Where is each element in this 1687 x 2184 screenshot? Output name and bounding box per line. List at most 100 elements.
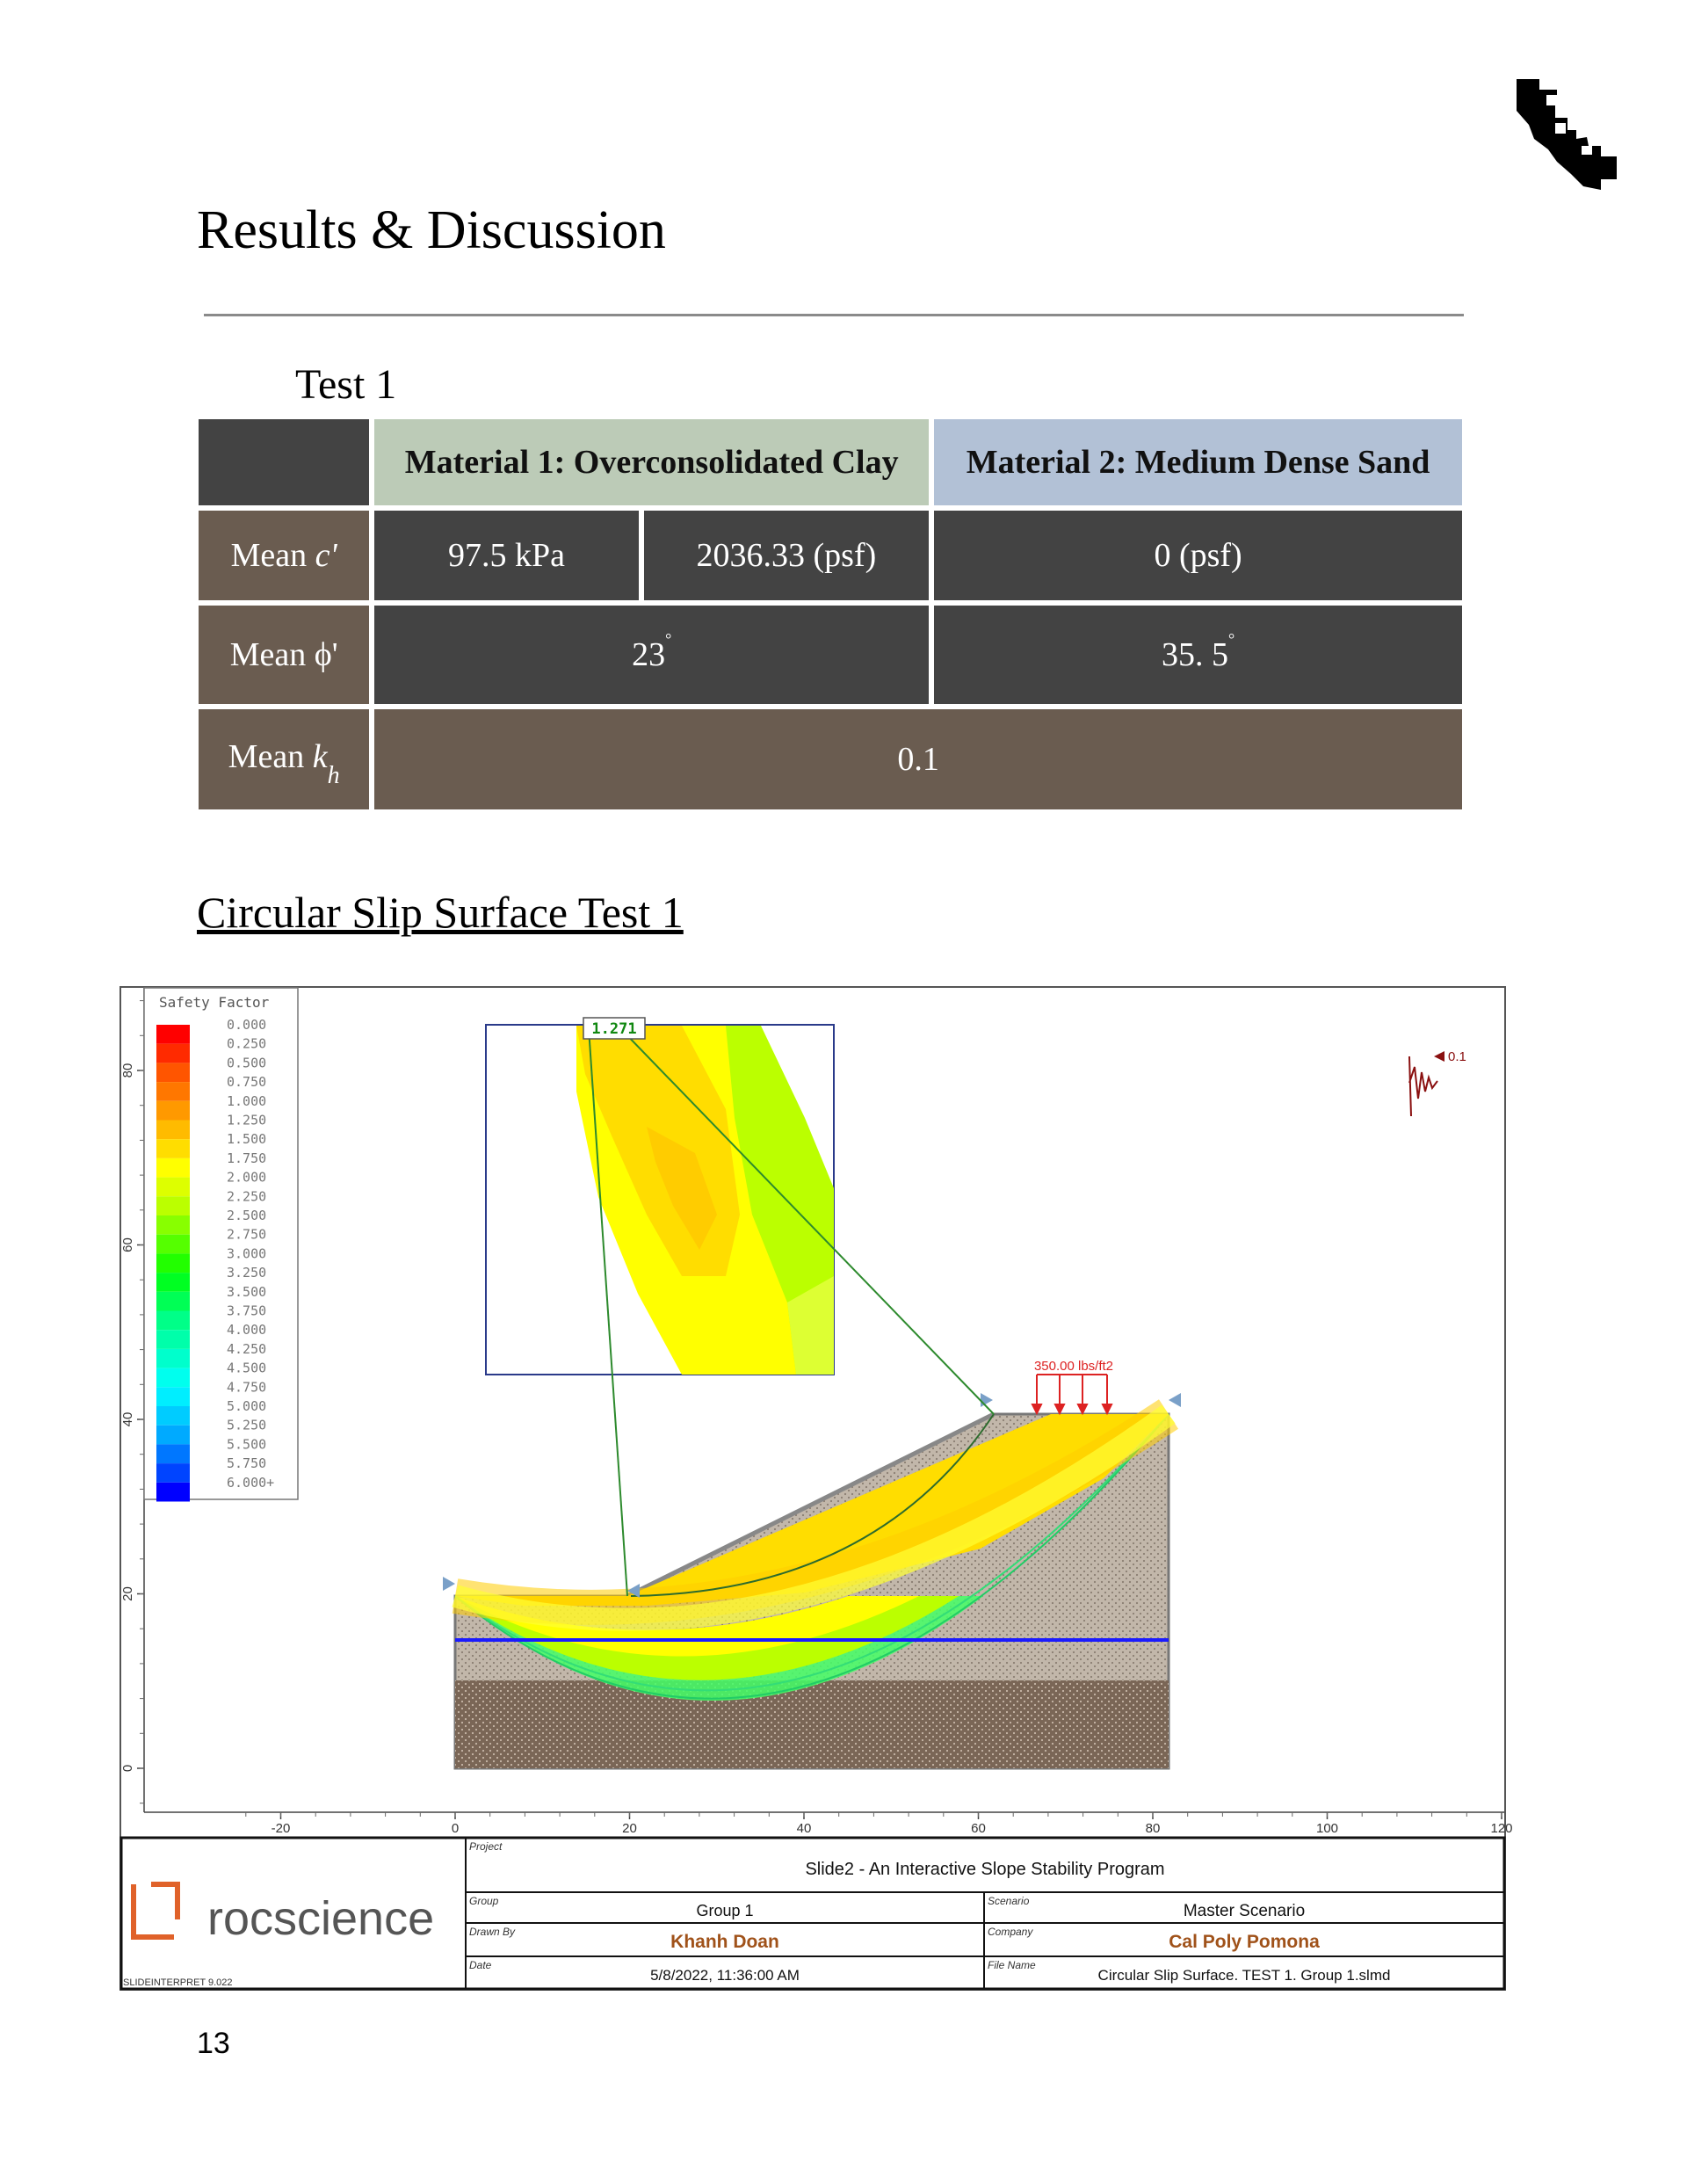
legend-swatch <box>156 1215 190 1235</box>
table-header-row: Material 1: Overconsolidated Clay Materi… <box>199 419 1462 505</box>
soil-lower-layer <box>455 1680 1169 1768</box>
legend-label: 0.000 <box>227 1017 266 1033</box>
inset-pointer-line <box>588 1027 628 1597</box>
legend-swatch <box>156 1025 190 1044</box>
legend-label: 2.750 <box>227 1227 266 1243</box>
mean-c-m2: 0 (psf) <box>934 511 1462 600</box>
y-tick-label: 60 <box>120 1237 135 1252</box>
mean-kh-subscript: h <box>327 762 340 790</box>
y-tick-label: 20 <box>120 1586 135 1601</box>
legend-swatch <box>156 1100 190 1121</box>
legend-label: 4.000 <box>227 1322 266 1338</box>
scenario-label: Scenario <box>988 1895 1030 1907</box>
critical-fs-value: 1.271 <box>591 1020 636 1038</box>
test-label: Test 1 <box>295 361 397 408</box>
legend-label: 1.750 <box>227 1150 266 1166</box>
date-label: Date <box>469 1959 492 1971</box>
rocscience-logo-icon <box>131 1884 174 1940</box>
legend-label: 2.500 <box>227 1208 266 1223</box>
y-tick-label: 80 <box>120 1063 135 1078</box>
legend-label: 4.250 <box>227 1341 266 1357</box>
mean-phi-m2: 35. 5° <box>934 606 1462 704</box>
legend-swatch <box>156 1196 190 1215</box>
legend-label: 3.250 <box>227 1265 266 1281</box>
project-value: Slide2 - An Interactive Slope Stability … <box>805 1860 1164 1879</box>
y-tick-label: 40 <box>120 1412 135 1427</box>
slip-surfaces <box>455 1596 1169 1701</box>
mean-kh-value: 0.1 <box>374 709 1462 809</box>
legend-swatch <box>156 1157 190 1178</box>
file-name-label: File Name <box>988 1959 1036 1971</box>
legend-swatch <box>156 1253 190 1273</box>
material2-header: Material 2: Medium Dense Sand <box>934 419 1462 505</box>
legend-label: 5.250 <box>227 1418 266 1433</box>
mean-phi-m1: 23° <box>374 606 930 704</box>
group-label: Group <box>469 1895 499 1907</box>
software-version: SLIDEINTERPRET 9.022 <box>123 1977 233 1988</box>
degree-symbol: ° <box>665 630 672 648</box>
legend-label: 1.250 <box>227 1113 266 1128</box>
legend-label: 5.750 <box>227 1455 266 1471</box>
y-axis: 0 20 40 60 80 <box>120 1000 144 1804</box>
legend-swatch <box>156 1063 190 1083</box>
legend-swatch <box>156 1406 190 1426</box>
company-value: Cal Poly Pomona <box>1169 1932 1320 1952</box>
horizontal-rule <box>204 314 1464 316</box>
critical-fs-label-box <box>583 1017 646 1040</box>
drawn-by-value: Khanh Doan <box>670 1932 779 1952</box>
legend-swatch <box>156 1139 190 1158</box>
legend-label: 5.000 <box>227 1398 266 1414</box>
header-blank-cell <box>199 419 370 505</box>
legend-swatch <box>156 1348 190 1368</box>
slip-limit-markers <box>443 1393 1181 1598</box>
legend-label: 1.500 <box>227 1131 266 1147</box>
x-tick-label: 20 <box>622 1821 637 1836</box>
legend-label: 3.500 <box>227 1284 266 1300</box>
table-row: Mean kh 0.1 <box>199 709 1462 809</box>
legend-swatch <box>156 1425 190 1445</box>
group-value: Group 1 <box>696 1902 753 1919</box>
slip-zone-band <box>452 1404 1176 1631</box>
y-tick-label: 0 <box>120 1765 135 1772</box>
legend-label: 4.750 <box>227 1379 266 1395</box>
drawn-by-label: Drawn By <box>469 1926 516 1938</box>
california-logo-icon <box>1517 79 1617 190</box>
zoom-inset-contours <box>576 1026 834 1375</box>
legend-swatch <box>156 1120 190 1140</box>
legend-swatch <box>156 1082 190 1101</box>
critical-slip-surface <box>630 1413 995 1597</box>
material1-header: Material 1: Overconsolidated Clay <box>374 419 930 505</box>
legend-swatch <box>156 1273 190 1292</box>
degree-symbol: ° <box>1227 630 1235 648</box>
legend-label: 0.250 <box>227 1036 266 1052</box>
brand-name: rocscience <box>207 1892 434 1945</box>
mean-phi-m1-value: 23 <box>632 636 666 673</box>
legend-swatch <box>156 1291 190 1311</box>
legend-swatch <box>156 1234 190 1254</box>
material-properties-table: Material 1: Overconsolidated Clay Materi… <box>193 414 1467 815</box>
legend-items: 0.0000.2500.5000.7501.0001.2501.5001.750… <box>156 1017 274 1502</box>
mean-phi-m2-value: 35. 5 <box>1161 636 1228 673</box>
table-row: Mean ϕ' 23° 35. 5° <box>199 606 1462 704</box>
legend-swatch <box>156 1444 190 1464</box>
legend-swatch <box>156 1482 190 1502</box>
legend-label: 0.500 <box>227 1055 266 1070</box>
company-label: Company <box>988 1926 1033 1938</box>
legend-swatch <box>156 1387 190 1406</box>
inset-pointer-line <box>619 1027 995 1415</box>
slip-surface-outer <box>454 1413 1169 1692</box>
legend-swatch <box>156 1463 190 1483</box>
seismic-load-icon <box>1408 1051 1444 1117</box>
legend-swatch <box>156 1310 190 1331</box>
mean-c-label: Mean c' <box>199 511 370 600</box>
distributed-load-arrows <box>1031 1374 1113 1416</box>
x-tick-label: 0 <box>452 1821 459 1836</box>
legend-label: 0.750 <box>227 1074 266 1090</box>
rocscience-logo-icon-part <box>151 1882 180 1919</box>
mean-c-label-text: Mean <box>230 537 315 574</box>
table-row: Mean c' 97.5 kPa 2036.33 (psf) 0 (psf) <box>199 511 1462 600</box>
legend-swatch <box>156 1368 190 1388</box>
mean-c-symbol: c' <box>315 537 337 574</box>
